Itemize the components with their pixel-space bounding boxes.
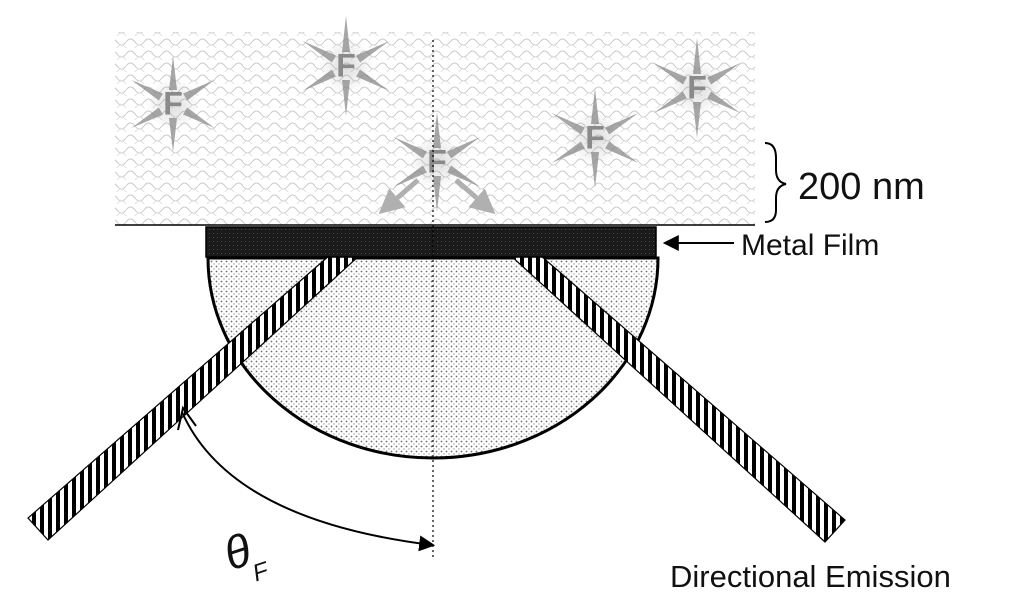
fluorophore-ray [131, 80, 163, 101]
fluorophore-label: F [427, 143, 447, 179]
fluorophore-ray [433, 112, 441, 148]
theta-symbol: θ [217, 523, 257, 580]
fluorophore-label: F [687, 69, 707, 105]
thickness-brace [764, 142, 787, 223]
fluorophore-label: F [163, 85, 183, 121]
fluorophore-ray [169, 118, 177, 152]
fluorophore-ray [551, 113, 585, 135]
fluorophore-label: F [585, 119, 605, 155]
fluorophore-ray [433, 176, 441, 212]
fluorophore-ray [131, 107, 163, 128]
fluorophore-ray [169, 56, 177, 90]
fluorophore-ray [707, 63, 741, 85]
fluorophore-ray [183, 80, 215, 101]
fluorophore-ray [393, 137, 427, 159]
directional-emission-label: Directional Emission [670, 559, 951, 594]
fluorophore-ray [393, 165, 427, 187]
fluorophore-ray [653, 63, 687, 85]
fluorophore-ray [302, 69, 336, 91]
fluorophore-ray [183, 107, 215, 128]
fluorophore-label: F [336, 47, 356, 83]
sample-layer [115, 32, 755, 225]
fluorophore-glow [409, 134, 465, 190]
fluorophore-ray [356, 41, 390, 63]
fluorophore-ray [551, 141, 585, 163]
fluorophore-glow [146, 77, 200, 131]
fluorophore-4: F [551, 88, 639, 188]
prism-hemisphere [206, 256, 660, 460]
fluorophore-ray [605, 141, 639, 163]
angle-arc [181, 411, 436, 552]
fluorophore-2: F [302, 16, 390, 116]
fluorophore-glow [318, 38, 374, 94]
fluorophore-ray [302, 41, 336, 63]
metal-film-label: Metal Film [741, 229, 879, 262]
emission-arrow-right [454, 178, 496, 215]
angle-arc-start-arrow [177, 405, 197, 431]
fluorophore-ray [447, 165, 481, 187]
theta-subscript: F [249, 557, 273, 588]
fluorophore-3: F [393, 112, 481, 212]
emission-arrow-left [378, 178, 420, 215]
fluorophore-glow [669, 60, 725, 116]
fluorophore-ray [356, 69, 390, 91]
fluorophore-1: F [131, 56, 215, 152]
fluorophore-ray [591, 152, 599, 188]
fluorophore-glow [567, 110, 623, 166]
thickness-label: 200 nm [798, 166, 925, 208]
fluorophore-ray [653, 91, 687, 113]
fluorophore-group: F F F F F [131, 16, 741, 212]
fluorophore-ray [342, 16, 350, 52]
fluorophore-ray [447, 137, 481, 159]
metal-film [205, 226, 657, 258]
fluorophore-5: F [653, 38, 741, 138]
fluorophore-ray [605, 113, 639, 135]
fluorophore-ray [693, 102, 701, 138]
fluorophore-ray [693, 38, 701, 74]
fluorophore-ray [707, 91, 741, 113]
fluorophore-ray [342, 80, 350, 116]
fluorophore-ray [591, 88, 599, 124]
